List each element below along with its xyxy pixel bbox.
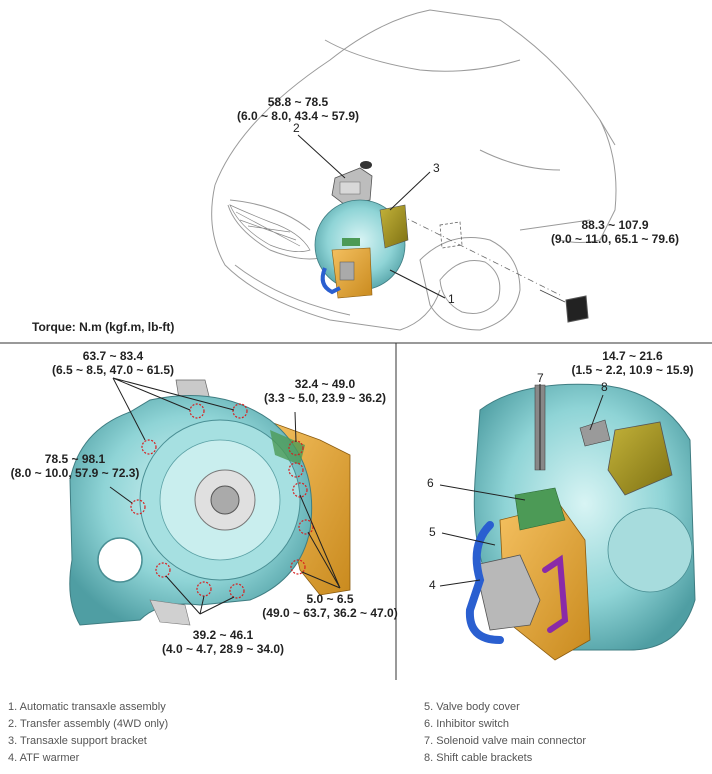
transfer-assembly-illustration — [331, 161, 373, 206]
callout-2: 2 — [293, 121, 300, 135]
transfer-torque-label: 58.8 ~ 78.5 (6.0 ~ 8.0, 43.4 ~ 57.9) — [236, 95, 360, 123]
legend-item-7: 7. Solenoid valve main connector — [424, 735, 587, 747]
bolt-markers-left — [130, 403, 314, 599]
legend-item-2: 2. Transfer assembly (4WD only) — [8, 718, 169, 730]
right-torque-label-1: 14.7 ~ 21.6 (1.5 ~ 2.2, 10.9 ~ 15.9) — [571, 349, 694, 377]
legend-item-5: 5. Valve body cover — [424, 701, 520, 713]
legend-item-6: 6. Inhibitor switch — [424, 718, 509, 730]
panel-frame — [0, 342, 712, 680]
left-torque-label-2: 32.4 ~ 49.0 (3.3 ~ 5.0, 23.9 ~ 36.2) — [263, 377, 387, 405]
leader-lines-top — [297, 134, 446, 299]
leader-lines-right — [439, 384, 604, 587]
legend-item-8: 8. Shift cable brackets — [424, 752, 533, 764]
callout-5: 5 — [429, 525, 436, 539]
car-grille — [229, 204, 311, 252]
legend-item-4: 4. ATF warmer — [8, 752, 80, 764]
left-transaxle-illustration — [69, 379, 351, 626]
leader-lines-left — [109, 377, 341, 615]
transaxle-top-illustration — [314, 199, 409, 299]
legend-left: 1. Automatic transaxle assembly 2. Trans… — [8, 699, 168, 767]
callout-6: 6 — [427, 476, 434, 490]
callout-8: 8 — [601, 380, 608, 394]
support-bracket-illustration — [565, 295, 589, 323]
callout-3: 3 — [433, 161, 440, 175]
callout-1: 1 — [448, 292, 455, 306]
left-torque-label-5: 39.2 ~ 46.1 (4.0 ~ 4.7, 28.9 ~ 34.0) — [161, 628, 285, 656]
legend-right: 5. Valve body cover 6. Inhibitor switch … — [424, 699, 586, 767]
torque-unit-heading: Torque: N.m (kgf.m, lb-ft) — [32, 320, 175, 334]
legend-item-3: 3. Transaxle support bracket — [8, 735, 147, 747]
left-torque-label-1: 63.7 ~ 83.4 (6.5 ~ 8.5, 47.0 ~ 61.5) — [51, 349, 175, 377]
left-torque-label-3: 78.5 ~ 98.1 (8.0 ~ 10.0, 57.9 ~ 72.3) — [10, 452, 140, 480]
callout-7: 7 — [537, 371, 544, 385]
callout-4: 4 — [429, 578, 436, 592]
left-torque-label-4: 5.0 ~ 6.5 (49.0 ~ 63.7, 36.2 ~ 47.0) — [262, 592, 398, 620]
guide-lines — [399, 214, 566, 303]
legend-item-1: 1. Automatic transaxle assembly — [8, 701, 166, 713]
car-outline — [211, 9, 617, 331]
right-transaxle-illustration — [465, 383, 696, 661]
bracket-bolt-torque-label: 88.3 ~ 107.9 (9.0 ~ 11.0, 65.1 ~ 79.6) — [550, 218, 680, 246]
